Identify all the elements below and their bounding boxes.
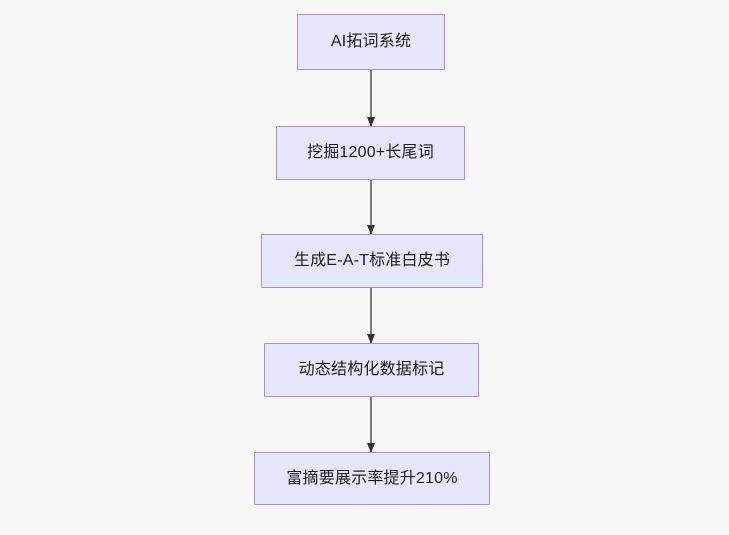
flowchart-node-longtail-keywords[interactable]: 挖掘1200+长尾词 [276, 126, 465, 180]
flowchart-node-label: 动态结构化数据标记 [298, 361, 445, 378]
flowchart-node-ai-keyword-system[interactable]: AI拓词系统 [297, 14, 445, 70]
flowchart-node-label: 生成E-A-T标准白皮书 [293, 252, 451, 269]
flowchart-node-label: 挖掘1200+长尾词 [307, 144, 434, 161]
flowchart-node-label: 富摘要展示率提升210% [286, 469, 458, 487]
flowchart-node-eat-whitepaper[interactable]: 生成E-A-T标准白皮书 [261, 234, 483, 288]
flowchart-node-structured-data-markup[interactable]: 动态结构化数据标记 [264, 343, 479, 397]
flowchart-node-label: AI拓词系统 [330, 33, 412, 50]
flowchart-node-rich-snippet-result[interactable]: 富摘要展示率提升210% [254, 452, 490, 505]
